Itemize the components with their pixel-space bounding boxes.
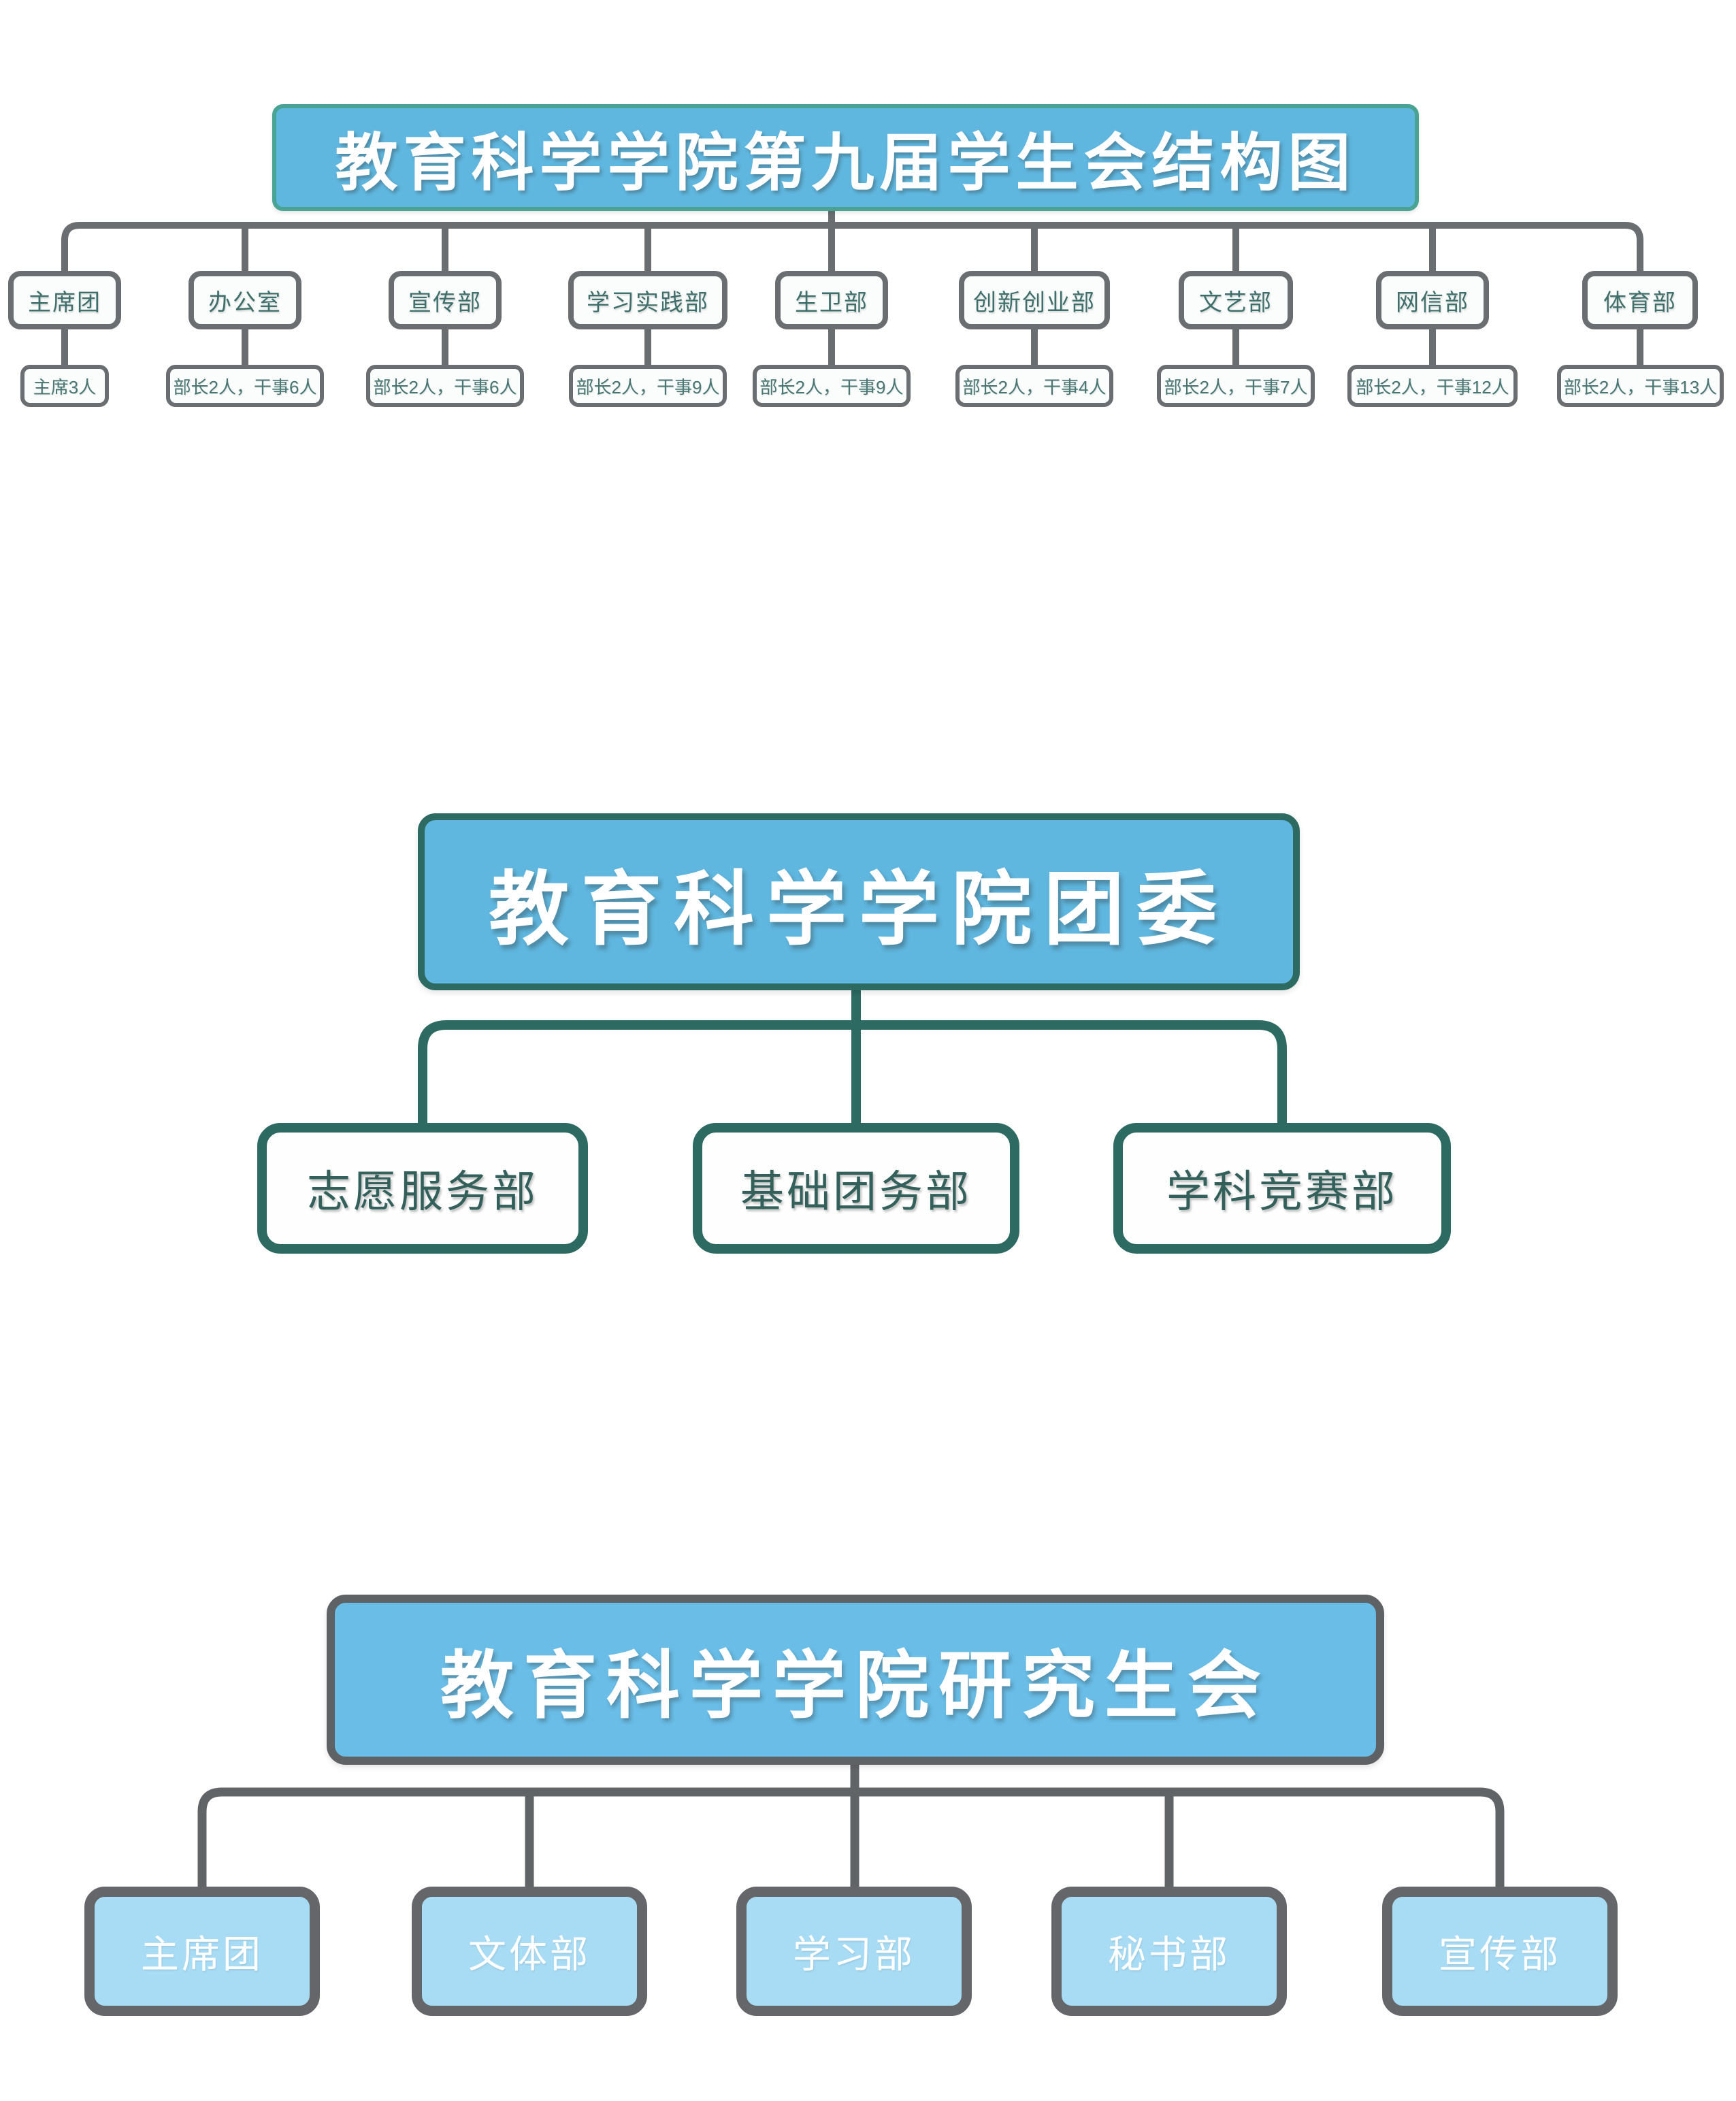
staff-box: 部长2人，干事6人: [366, 365, 524, 407]
staff-box: 部长2人，干事7人: [1157, 365, 1315, 407]
dept-box: 宣传部: [389, 271, 502, 329]
dept-box: 生卫部: [775, 271, 888, 329]
staff-box: 部长2人，干事9人: [753, 365, 911, 407]
staff-box: 部长2人，干事9人: [569, 365, 727, 407]
staff-box: 部长2人，干事6人: [166, 365, 324, 407]
dept-box: 文艺部: [1179, 271, 1293, 329]
staff-box: 部长2人，干事4人: [955, 365, 1113, 407]
connector-lines-student-union: [61, 210, 1643, 366]
dept-box: 宣传部: [1382, 1887, 1618, 2016]
dept-box: 主席团: [84, 1887, 320, 2016]
graduate-union-title: 教育科学学院研究生会: [327, 1595, 1384, 1765]
dept-box: 志愿服务部: [257, 1123, 588, 1254]
dept-box: 秘书部: [1051, 1887, 1287, 2016]
staff-box: 主席3人: [20, 365, 109, 407]
connector-lines-graduate-union: [197, 1764, 1505, 1887]
dept-box: 网信部: [1376, 271, 1489, 329]
dept-box: 创新创业部: [959, 271, 1110, 329]
dept-box: 学科竞赛部: [1113, 1123, 1451, 1254]
dept-box: 学习部: [736, 1887, 972, 2016]
connector-lines-youth-league: [418, 990, 1287, 1123]
staff-box: 部长2人，干事12人: [1347, 365, 1518, 407]
dept-box: 学习实践部: [568, 271, 727, 329]
youth-league-title: 教育科学学院团委: [418, 813, 1300, 990]
dept-box: 体育部: [1582, 271, 1698, 329]
dept-box: 办公室: [189, 271, 301, 329]
dept-box: 基础团务部: [693, 1123, 1019, 1254]
staff-box: 部长2人，干事13人: [1557, 365, 1724, 407]
dept-box: 主席团: [8, 271, 121, 329]
dept-box: 文体部: [412, 1887, 647, 2016]
student-union-title: 教育科学学院第九届学生会结构图: [272, 104, 1419, 211]
